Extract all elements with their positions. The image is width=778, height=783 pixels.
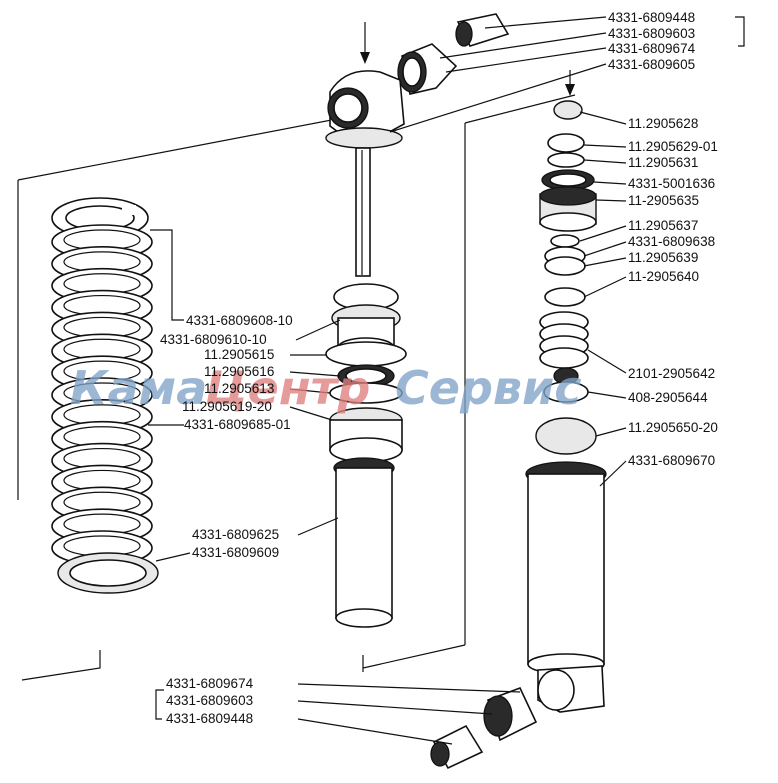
part-label: 4331-6809674 <box>166 676 254 691</box>
part-label: 4331-6809638 <box>628 234 715 249</box>
middle-stack <box>325 283 407 628</box>
watermark: Кама Центр Сервис <box>70 361 582 415</box>
part-label: 408-2905644 <box>628 390 708 405</box>
part-label: 4331-6809448 <box>608 10 695 25</box>
guide-lines <box>17 22 576 681</box>
part-label: 11.2905637 <box>628 218 698 233</box>
part-label: 4331-6809685-01 <box>184 417 291 432</box>
part-label: 11.2905631 <box>628 155 698 170</box>
part-label: 4331-6809603 <box>166 693 253 708</box>
part-label: 11-2905635 <box>628 193 699 208</box>
part-label: 11.2905639 <box>628 250 698 265</box>
part-label: 4331-6809608-10 <box>186 313 293 328</box>
part-label: 11.2905650-20 <box>628 420 718 435</box>
watermark-part1: Кама <box>70 361 207 415</box>
watermark-part3: Сервис <box>395 361 582 415</box>
part-label: 4331-6809603 <box>608 26 695 41</box>
leader-lines <box>148 16 745 745</box>
upper-eye-rod <box>325 70 405 277</box>
right-valve-stack <box>525 100 607 713</box>
part-label: 11.2905629-01 <box>628 139 718 154</box>
part-label: 4331-6809609 <box>192 545 279 560</box>
part-label: 11.2905628 <box>628 116 698 131</box>
part-label: 11-2905640 <box>628 269 699 284</box>
part-label: 4331-6809605 <box>608 57 695 72</box>
coil-spring <box>51 197 159 594</box>
part-labels: 4331-6809448 4331-6809603 4331-6809674 4… <box>160 10 718 726</box>
part-label: 4331-6809674 <box>608 41 696 56</box>
part-label: 11.2905619-20 <box>182 399 272 414</box>
part-label: 11.2905615 <box>204 347 274 362</box>
watermark-part2: Центр <box>205 361 370 415</box>
part-label: 11.2905613 <box>204 381 274 396</box>
part-label: 4331-6809448 <box>166 711 253 726</box>
part-label: 2101-2905642 <box>628 366 715 381</box>
part-label: 4331-6809670 <box>628 453 715 468</box>
bottom-bushings <box>430 686 538 770</box>
part-label: 11.2905616 <box>204 364 274 379</box>
part-label: 4331-6809625 <box>192 527 279 542</box>
top-bushings <box>397 13 510 95</box>
part-label: 4331-6809610-10 <box>160 332 267 347</box>
part-label: 4331-5001636 <box>628 176 715 191</box>
